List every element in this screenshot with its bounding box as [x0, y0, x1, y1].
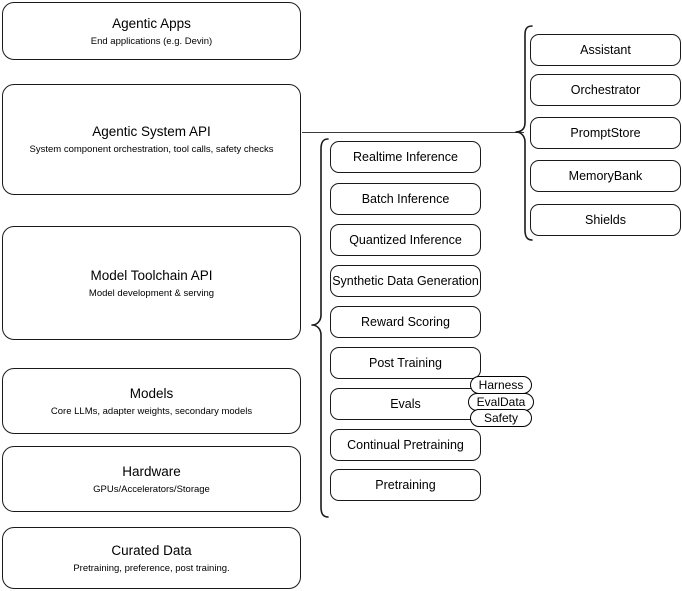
- layer-title: Agentic System API: [92, 124, 211, 139]
- bracket-model-toolchain: [303, 138, 329, 518]
- toolchain-box-pretraining[interactable]: Pretraining: [330, 469, 481, 501]
- layer-box-models[interactable]: Models Core LLMs, adapter weights, secon…: [2, 368, 301, 434]
- layer-box-agentic-system-api[interactable]: Agentic System API System component orch…: [2, 84, 301, 195]
- toolchain-box-synthetic-data-generation[interactable]: Synthetic Data Generation: [330, 265, 481, 297]
- toolchain-box-evals[interactable]: Evals: [330, 388, 481, 420]
- toolchain-box-label: Reward Scoring: [361, 315, 450, 329]
- layer-subtitle: Pretraining, preference, post training.: [73, 562, 230, 574]
- layer-title: Model Toolchain API: [90, 267, 213, 283]
- system-box-promptstore[interactable]: PromptStore: [530, 117, 681, 149]
- layer-box-model-toolchain-api[interactable]: Model Toolchain API Model development & …: [2, 226, 301, 340]
- toolchain-box-continual-pretraining[interactable]: Continual Pretraining: [330, 429, 481, 461]
- eval-tag-label: Harness: [478, 378, 524, 392]
- system-box-shields[interactable]: Shields: [530, 204, 681, 236]
- system-box-label: Shields: [585, 213, 626, 227]
- system-box-label: Assistant: [580, 43, 631, 57]
- eval-tag-safety[interactable]: Safety: [470, 409, 532, 427]
- toolchain-box-label: Continual Pretraining: [347, 438, 464, 452]
- system-box-orchestrator[interactable]: Orchestrator: [530, 74, 681, 106]
- layer-subtitle: System component orchestration, tool cal…: [29, 144, 274, 155]
- toolchain-box-label: Evals: [390, 397, 421, 411]
- toolchain-box-label: Pretraining: [375, 478, 436, 492]
- system-box-assistant[interactable]: Assistant: [530, 34, 681, 66]
- toolchain-box-quantized-inference[interactable]: Quantized Inference: [330, 224, 481, 256]
- system-box-memorybank[interactable]: MemoryBank: [530, 160, 681, 192]
- layer-title: Models: [129, 385, 174, 401]
- toolchain-box-label: Quantized Inference: [349, 233, 462, 247]
- system-box-label: PromptStore: [570, 126, 641, 140]
- toolchain-box-reward-scoring[interactable]: Reward Scoring: [330, 306, 481, 338]
- layer-title: Hardware: [122, 463, 181, 479]
- layer-subtitle: Core LLMs, adapter weights, secondary mo…: [50, 405, 253, 417]
- toolchain-box-label: Realtime Inference: [353, 150, 458, 164]
- toolchain-box-realtime-inference[interactable]: Realtime Inference: [330, 141, 481, 173]
- toolchain-box-post-training[interactable]: Post Training: [330, 347, 481, 379]
- layer-subtitle: End applications (e.g. Devin): [90, 35, 213, 47]
- layer-box-curated-data[interactable]: Curated Data Pretraining, preference, po…: [2, 527, 301, 589]
- eval-tag-harness[interactable]: Harness: [470, 376, 532, 394]
- toolchain-box-label: Batch Inference: [361, 192, 450, 206]
- layer-subtitle: Model development & serving: [88, 287, 215, 299]
- layer-title: Curated Data: [111, 542, 192, 558]
- toolchain-box-batch-inference[interactable]: Batch Inference: [330, 183, 481, 215]
- layer-box-agentic-apps[interactable]: Agentic Apps End applications (e.g. Devi…: [2, 2, 301, 60]
- bracket-agentic-system-components: [512, 25, 534, 241]
- eval-tag-label: EvalData: [476, 395, 526, 409]
- system-box-label: MemoryBank: [568, 169, 643, 183]
- eval-tag-label: Safety: [483, 411, 519, 425]
- toolchain-box-label: Post Training: [369, 356, 442, 370]
- layer-title: Agentic Apps: [112, 15, 191, 31]
- toolchain-box-label: Synthetic Data Generation: [332, 274, 479, 288]
- system-box-label: Orchestrator: [570, 83, 641, 97]
- layer-box-hardware[interactable]: Hardware GPUs/Accelerators/Storage: [2, 446, 301, 512]
- connector-system-api-to-components: [302, 132, 524, 134]
- layer-subtitle: GPUs/Accelerators/Storage: [93, 483, 210, 495]
